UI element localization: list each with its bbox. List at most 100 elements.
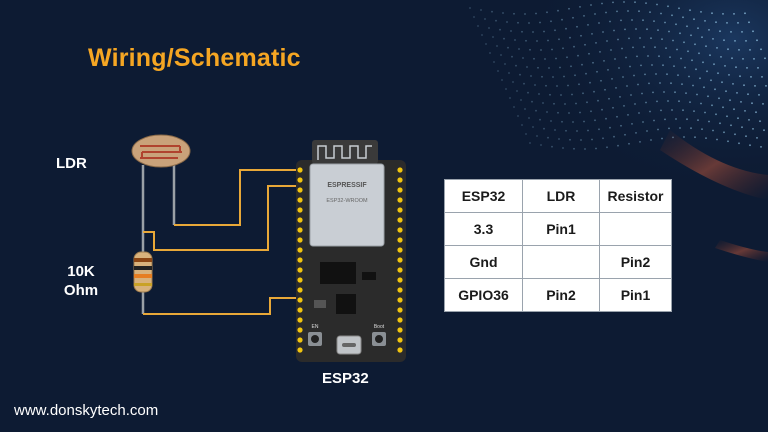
decor-dot <box>711 12 713 15</box>
decor-dot <box>554 29 556 32</box>
decor-dot <box>543 30 545 33</box>
decor-dot <box>621 47 623 50</box>
decor-dot <box>678 100 680 103</box>
table-cell <box>599 212 672 246</box>
decor-dot <box>532 31 534 33</box>
decor-dot <box>616 10 618 13</box>
left-header-pins <box>297 167 303 353</box>
decor-dot <box>499 28 501 31</box>
decor-dot <box>489 52 491 54</box>
decor-dot <box>731 57 733 60</box>
decor-dot <box>523 82 525 85</box>
decor-dot <box>514 39 516 41</box>
header-pin <box>397 197 403 203</box>
decor-dot <box>626 85 628 87</box>
header-pin <box>297 207 303 213</box>
decor-dot <box>735 66 737 69</box>
decor-dot <box>620 124 622 127</box>
decor-dot <box>469 7 471 9</box>
decor-dot <box>563 75 565 78</box>
decor-dot <box>570 65 572 68</box>
decor-dot <box>629 65 631 68</box>
header-pin <box>297 277 303 283</box>
header-pin <box>297 347 303 353</box>
decor-dot <box>601 108 603 111</box>
decor-dot <box>704 20 706 22</box>
decor-dot <box>665 47 667 49</box>
table-cell: 3.3 <box>444 212 523 246</box>
decor-dot <box>602 137 604 140</box>
decor-dot <box>727 48 729 51</box>
header-pin <box>397 317 403 323</box>
table-cell: Gnd <box>444 245 523 279</box>
decor-dot <box>496 45 498 47</box>
decor-dot <box>505 88 507 90</box>
decor-dot <box>717 72 719 75</box>
decor-dot <box>598 22 600 24</box>
decor-dot <box>742 58 744 60</box>
header-pin <box>397 277 403 283</box>
decor-dot <box>736 92 738 94</box>
decor-dot <box>617 144 619 147</box>
decor-dot <box>679 127 681 129</box>
decor-dot <box>631 19 633 21</box>
header-pin <box>397 267 403 273</box>
decor-dot <box>733 108 735 111</box>
decor-dot <box>512 81 514 83</box>
wire-resistor-gnd <box>143 297 296 315</box>
decor-dot <box>573 45 575 48</box>
decor-dot <box>581 63 583 66</box>
decor-dot <box>613 29 615 32</box>
decor-dot <box>513 106 515 108</box>
decor-dot <box>605 11 607 14</box>
decor-dot <box>760 48 762 51</box>
header-pin <box>297 297 303 303</box>
table-cell <box>522 245 600 279</box>
wire-ldr-3v3 <box>174 169 296 226</box>
decor-dot <box>588 52 590 55</box>
decor-dot <box>753 58 755 60</box>
decor-dot <box>511 55 513 58</box>
decor-dot <box>560 94 562 96</box>
decor-dot <box>734 133 736 136</box>
esp32-board-icon: ESPRESSIF ESP32-WROOM EN Boot <box>296 140 406 362</box>
decor-dot <box>660 12 662 15</box>
decor-dot <box>634 103 636 105</box>
decor-dot <box>561 120 563 123</box>
decor-dot <box>695 68 697 71</box>
decor-dot <box>530 75 532 77</box>
decor-dot <box>579 111 581 114</box>
decor-dot <box>733 13 735 15</box>
decor-dot <box>591 138 593 141</box>
decor-dot <box>723 131 725 134</box>
header-pin <box>397 187 403 193</box>
decor-dot <box>644 73 646 76</box>
decor-dot <box>662 64 664 67</box>
decor-dot <box>594 119 596 122</box>
decor-dot <box>607 69 609 71</box>
decor-dot <box>618 67 620 69</box>
decor-dot <box>670 82 672 85</box>
decor-dot <box>676 48 678 51</box>
decor-dot <box>689 101 691 103</box>
decor-dot <box>584 43 586 46</box>
decor-dot <box>641 92 643 95</box>
decor-dot <box>593 90 595 93</box>
decor-dot <box>651 64 653 66</box>
decor-dot <box>557 111 559 114</box>
decor-dot <box>536 40 538 42</box>
decor-dot <box>705 45 707 48</box>
decor-dot <box>689 9 691 12</box>
decor-dot <box>739 75 741 78</box>
decor-dot <box>758 94 760 96</box>
table-cell: Pin1 <box>522 212 600 246</box>
decor-dot <box>719 30 721 33</box>
decor-dot <box>502 12 504 14</box>
decor-dot <box>564 103 566 105</box>
decor-dot <box>568 7 570 10</box>
table-header-cell: LDR <box>522 179 600 213</box>
decor-dot <box>572 121 574 123</box>
decor-dot <box>533 57 535 60</box>
